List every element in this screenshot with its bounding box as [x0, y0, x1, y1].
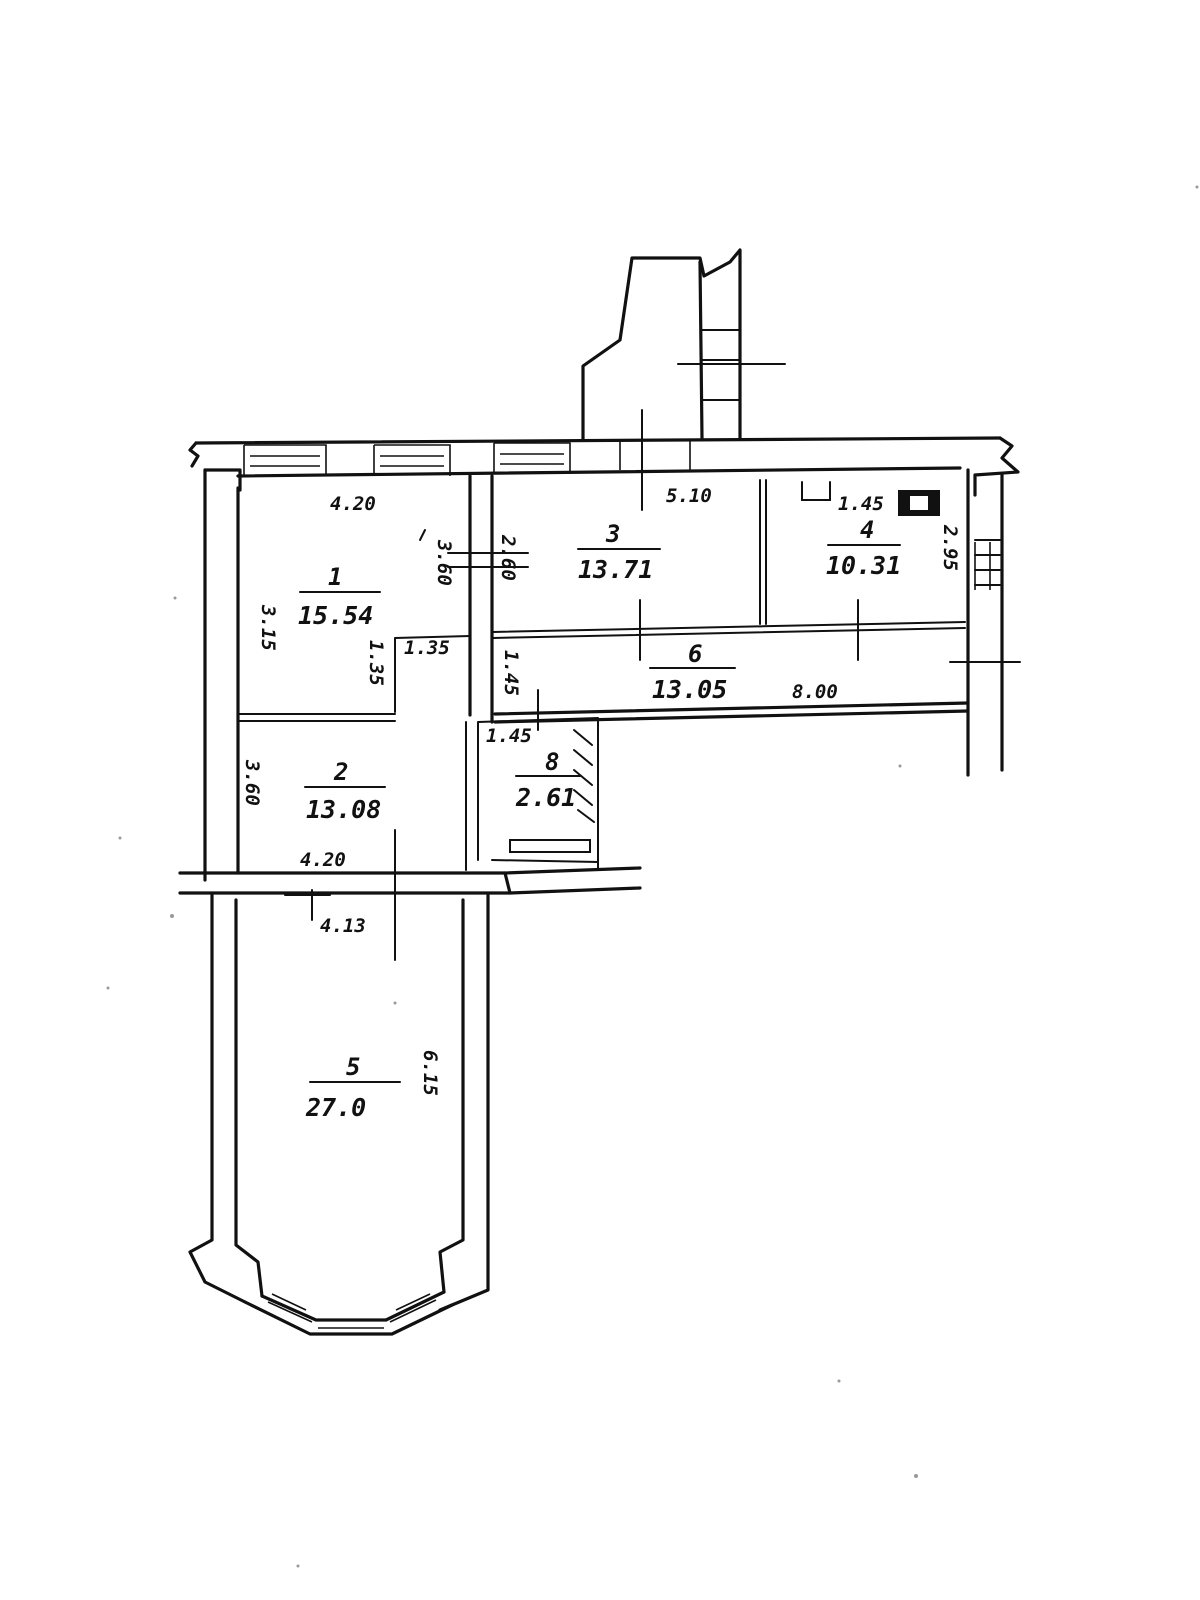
door-1-3 — [447, 552, 529, 568]
room-area: 2.61 — [515, 783, 576, 812]
room3-bottom — [492, 621, 966, 639]
dim-room1-notch: 1.35 — [404, 637, 450, 659]
room-number: 6 — [688, 640, 702, 668]
window-room1-a — [243, 444, 327, 476]
dim-room1-right: 3.60 — [433, 539, 455, 586]
mid-floor-wall — [178, 871, 512, 895]
top-wall-outer — [188, 436, 1002, 468]
partition-3-4 — [759, 479, 767, 625]
dim-room6-left: 1.45 — [500, 650, 522, 696]
room-area: 15.54 — [298, 601, 373, 630]
dim-room2-bottom: 4.20 — [300, 849, 346, 871]
dim-room1-step: 1.35 — [365, 640, 387, 686]
top-block-inner — [698, 260, 704, 440]
room8-hatching — [573, 729, 595, 823]
sink-icon — [801, 481, 831, 501]
dim-room1-left: 3.15 — [257, 604, 279, 651]
room5-left-outer — [188, 893, 247, 1304]
room8-walls — [477, 717, 599, 869]
room-1: 1 15.54 — [298, 563, 381, 630]
room5-left-inner — [234, 898, 264, 1298]
fixtures — [573, 481, 940, 823]
dim-room3-top: 5.10 — [666, 485, 712, 507]
right-stair — [949, 539, 1021, 663]
dim-room5-top: 4.13 — [320, 915, 366, 937]
bay-sashes — [267, 1293, 437, 1329]
dim-room6-right: 8.00 — [792, 681, 838, 703]
room-8: 8 2.61 — [515, 748, 581, 812]
divider-1-2 — [237, 713, 396, 722]
room-number: 2 — [333, 758, 348, 786]
dim-room1-top: 4.20 — [330, 493, 376, 515]
room5-right-inner — [438, 898, 465, 1294]
room-number: 8 — [545, 748, 559, 776]
room-6: 6 13.05 — [649, 640, 736, 704]
dim-room3-left: 2.60 — [497, 534, 519, 581]
door-5 — [284, 889, 331, 921]
top-block-rungs — [701, 329, 741, 401]
top-wall-inner — [236, 466, 962, 478]
room-area: 10.31 — [826, 551, 901, 580]
dimensions: 4.20 3.15 3.60 1.35 1.35 3.60 4.20 4.13 … — [241, 485, 961, 1096]
room-area: 13.71 — [578, 555, 653, 584]
room-2: 2 13.08 — [304, 758, 386, 824]
left-wall-stub — [203, 468, 242, 492]
room-number: 4 — [860, 516, 874, 544]
room-number: 5 — [346, 1053, 360, 1081]
room-number: 1 — [328, 563, 342, 591]
corridor-bottom-wall — [493, 701, 970, 716]
stove-burners-icon — [910, 496, 928, 510]
room-5: 5 27.0 — [305, 1053, 401, 1122]
room-number: 3 — [605, 520, 620, 548]
dim-room4-top: 1.45 — [838, 493, 884, 515]
top-block — [581, 248, 742, 442]
window-wall-pier — [619, 440, 691, 470]
dim-room2-left: 3.60 — [241, 759, 263, 806]
door-marks — [284, 409, 859, 961]
dim-room5-right: 6.15 — [419, 1050, 441, 1096]
window-right — [974, 542, 991, 590]
bay-inner — [260, 1290, 446, 1322]
window-room3 — [493, 442, 571, 474]
walls — [178, 248, 1021, 1336]
window-room1-b — [373, 444, 451, 476]
dim-room8-top: 1.45 — [486, 725, 532, 747]
top-right-end — [973, 436, 1020, 497]
mid-floor-right — [503, 866, 642, 895]
bay-outer — [243, 1300, 454, 1336]
scan-specks — [106, 185, 1199, 1568]
room-area: 13.05 — [652, 675, 727, 704]
windows — [243, 440, 991, 590]
room-area: 13.08 — [306, 795, 381, 824]
room1-window-tick — [419, 529, 426, 541]
room8-fixture — [509, 839, 591, 853]
room-3: 3 13.71 — [577, 520, 661, 584]
corridor-bottom-wall-2 — [493, 709, 970, 724]
room1-step — [394, 635, 471, 713]
dim-room4-right: 2.95 — [939, 524, 961, 571]
room-4: 4 10.31 — [826, 516, 901, 580]
room-area: 27.0 — [305, 1093, 366, 1122]
